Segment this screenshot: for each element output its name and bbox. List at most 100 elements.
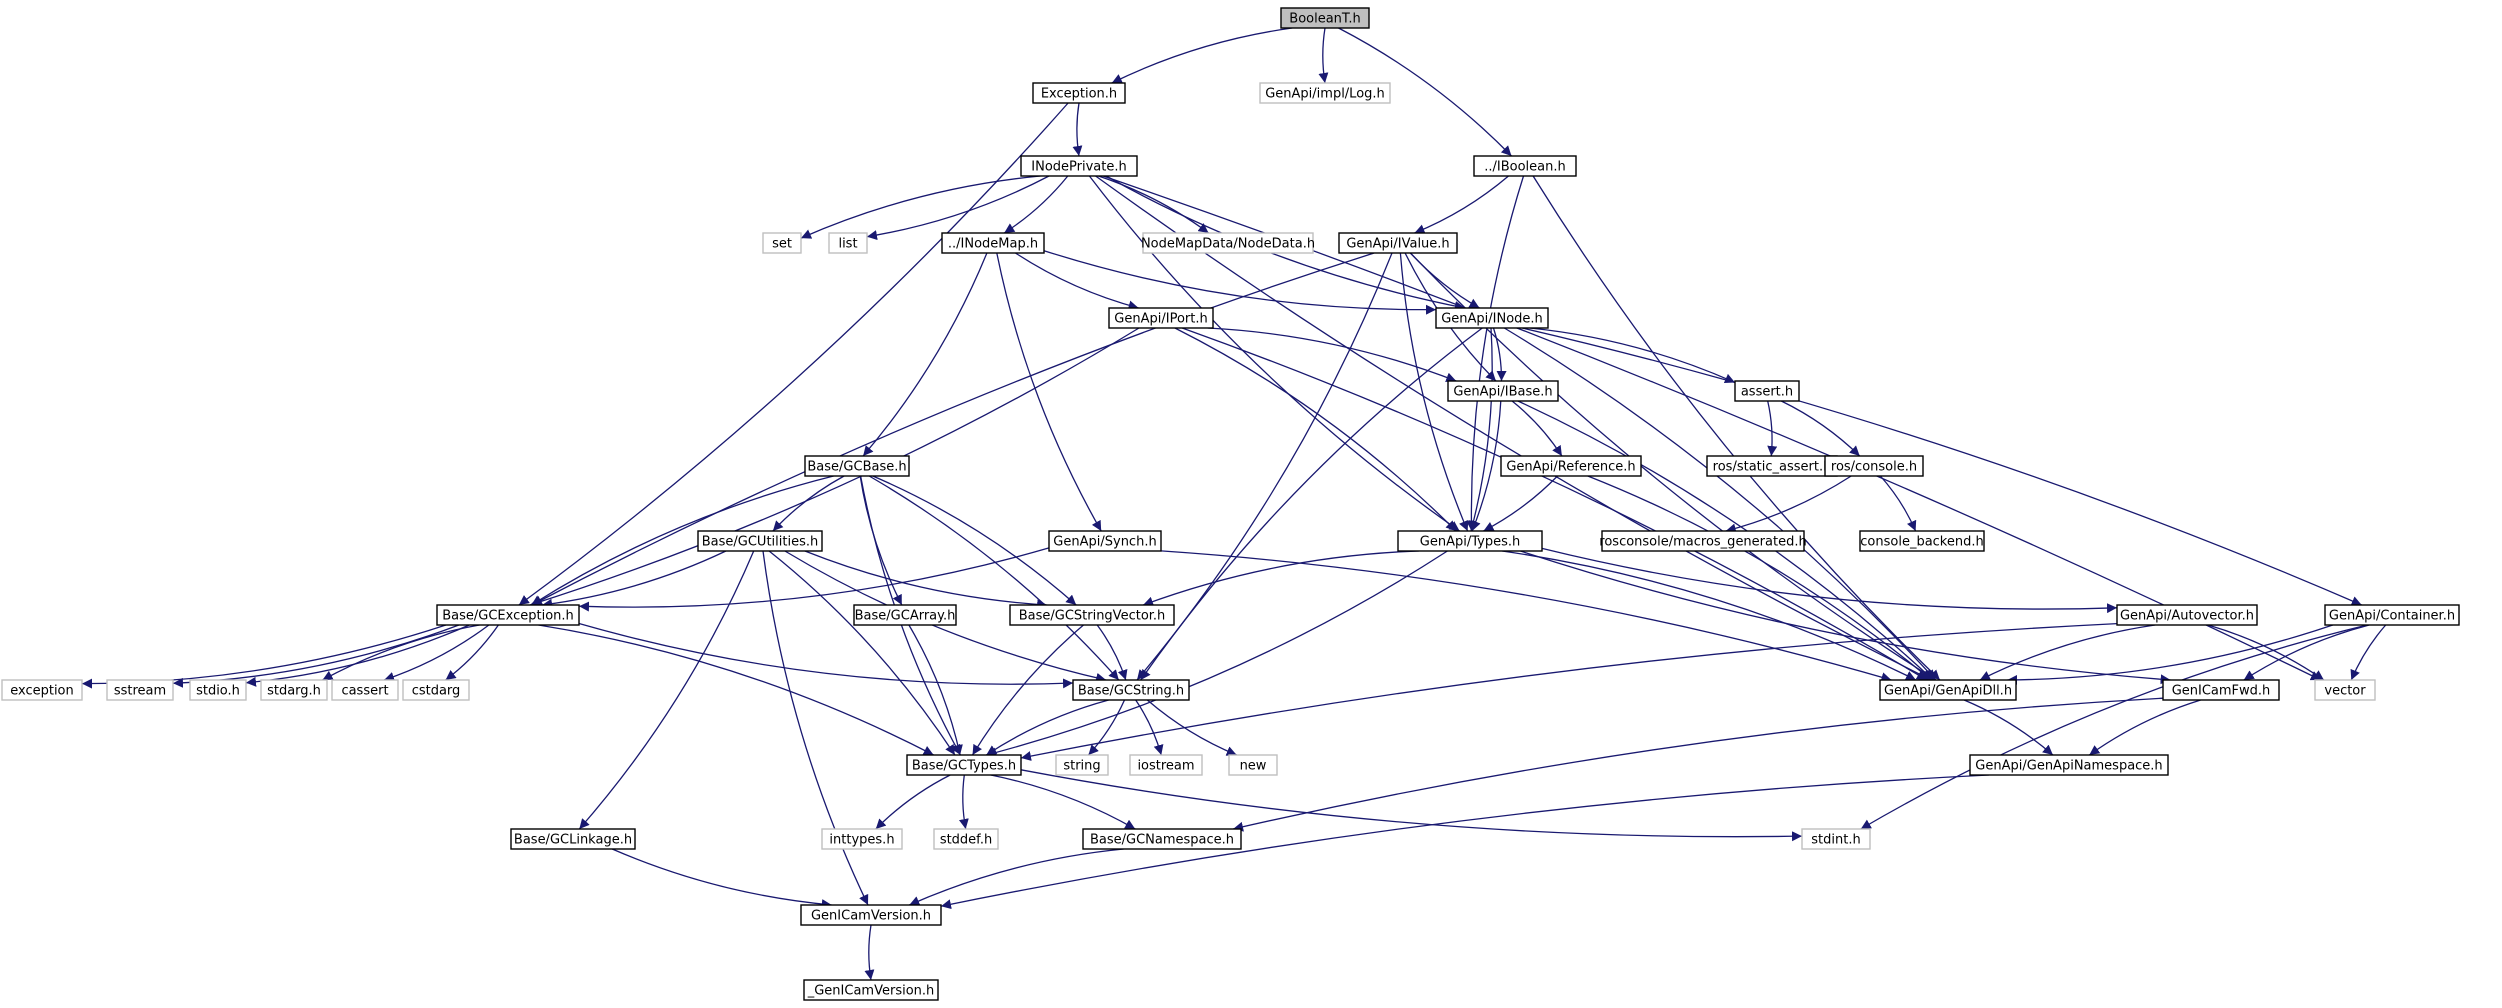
node-label: set	[772, 237, 792, 252]
node-nodemapdata-nodedata-h: NodeMapData/NodeData.h	[1141, 232, 1315, 254]
node-label: Base/GCArray.h	[855, 609, 956, 624]
node-box	[1129, 754, 1203, 776]
node-genapi-inode-h[interactable]: GenApi/INode.h	[1435, 307, 1549, 329]
edge-iboolean-to-genapidll	[1532, 175, 1941, 681]
node-exception: exception	[1, 679, 83, 701]
edge-autovector-to-genapidll	[1979, 624, 2156, 681]
edge-inode-to-ibase	[1492, 327, 1507, 382]
edge-inode-to-types	[1468, 327, 1493, 532]
edge-gcexception-to-cstdarg	[445, 624, 499, 681]
node-base-gcarray-h[interactable]: Base/GCArray.h	[853, 604, 957, 626]
edge-iport-to-genapidll	[1181, 327, 1928, 681]
edge-gcbase-to-gcexception	[531, 475, 834, 606]
edge-inodeprivate-to-list	[866, 175, 1050, 241]
node-label: Base/GCLinkage.h	[514, 833, 632, 848]
node-box	[1032, 82, 1126, 104]
node-box	[853, 604, 957, 626]
node-label: Base/GCException.h	[442, 609, 574, 624]
node-box	[906, 754, 1022, 776]
edge-gcexception-to-gcstring	[578, 622, 1074, 689]
node-iostream: iostream	[1129, 754, 1203, 776]
node-console-backend-h[interactable]: console_backend.h	[1859, 530, 1985, 552]
node-label: GenApi/Types.h	[1420, 535, 1520, 550]
node-inodemap-h[interactable]: ../INodeMap.h	[941, 232, 1045, 254]
node-box	[1280, 7, 1370, 29]
node-genapi-container-h[interactable]: GenApi/Container.h	[2324, 604, 2460, 626]
node-label: BooleanT.h	[1289, 12, 1360, 27]
node-base-gcnamespace-h[interactable]: Base/GCNamespace.h	[1082, 828, 1242, 850]
node-box	[189, 679, 247, 701]
node-box	[933, 828, 999, 850]
edge-gcstring-to-gctypes	[985, 699, 1109, 756]
edge-gclinkage-to-genicamversion	[611, 848, 832, 910]
node-box	[1048, 530, 1162, 552]
node-label: rosconsole/macros_generated.h	[1599, 535, 1806, 550]
edge-gcnamespace-to-genicamversion	[909, 848, 1124, 906]
node-box	[1142, 232, 1314, 254]
node-box	[1435, 307, 1549, 329]
node-inodeprivate-h[interactable]: INodePrivate.h	[1020, 155, 1138, 177]
node-base-gclinkage-h[interactable]: Base/GCLinkage.h	[510, 828, 636, 850]
edge-genicamfwd-to-gcnamespace	[1232, 697, 2164, 832]
node-label: vector	[2324, 684, 2366, 699]
node-assert-h[interactable]: assert.h	[1734, 380, 1800, 402]
node-vector: vector	[2314, 679, 2376, 701]
edge-iport-to-types	[1174, 327, 1457, 532]
edge-gcstring-to-iostream	[1135, 699, 1164, 756]
node-exception-h[interactable]: Exception.h	[1032, 82, 1126, 104]
node-genicamfwd-h[interactable]: GenICamFwd.h	[2162, 679, 2280, 701]
edge-iboolean-to-types	[1466, 175, 1525, 532]
node-base-gctypes-h[interactable]: Base/GCTypes.h	[906, 754, 1022, 776]
node-genapi-types-h[interactable]: GenApi/Types.h	[1397, 530, 1543, 552]
node-label: ros/static_assert.h	[1713, 460, 1832, 475]
node-genapi-ivalue-h[interactable]: GenApi/IValue.h	[1338, 232, 1458, 254]
node-base-gcutilities-h[interactable]: Base/GCUtilities.h	[697, 530, 823, 552]
edge-inodemap-to-gcbase	[862, 252, 988, 457]
edge-gcbase-to-gcutilities	[772, 475, 845, 532]
edge-inode-to-asserth	[1529, 327, 1736, 384]
edge-gctypes-to-inttypes	[875, 774, 951, 830]
node-genapi-iport-h[interactable]: GenApi/IPort.h	[1108, 307, 1214, 329]
node-genapi-genapinamespace-h[interactable]: GenApi/GenApiNamespace.h	[1969, 754, 2169, 776]
edge-genicamfwd-to-genapinamespace	[2088, 699, 2201, 756]
node-booleant-h[interactable]: BooleanT.h	[1280, 7, 1370, 29]
edge-gcstring-to-string	[1088, 699, 1126, 756]
node-box	[1859, 530, 1985, 552]
node-box	[1824, 455, 1924, 477]
edge-booleant-to-log	[1318, 27, 1329, 84]
node-genapi-impl-log-h: GenApi/impl/Log.h	[1259, 82, 1391, 104]
node-label: Base/GCUtilities.h	[702, 535, 819, 550]
edge-gcutilities-to-gcstring	[784, 550, 1107, 683]
node-label: INodePrivate.h	[1031, 160, 1126, 175]
node-iboolean-h[interactable]: ../IBoolean.h	[1473, 155, 1577, 177]
node-box	[804, 455, 910, 477]
node-genicamversion-h[interactable]: _GenICamVersion.h	[803, 979, 939, 1001]
node-genapi-ibase-h[interactable]: GenApi/IBase.h	[1447, 380, 1559, 402]
node-genapi-autovector-h[interactable]: GenApi/Autovector.h	[2116, 604, 2258, 626]
edge-container-to-vector	[2350, 624, 2387, 681]
node-label: GenApi/GenApiDll.h	[1884, 684, 2012, 699]
edge-booleant-to-iboolean	[1338, 27, 1512, 157]
node-box	[1338, 232, 1458, 254]
node-label: Exception.h	[1041, 87, 1117, 102]
node-base-gcbase-h[interactable]: Base/GCBase.h	[804, 455, 910, 477]
edge-inode-to-container	[1522, 327, 2362, 606]
node-ros-static-assert-h[interactable]: ros/static_assert.h	[1706, 455, 1838, 477]
node-box	[1969, 754, 2169, 776]
node-genicamversion-h[interactable]: GenICamVersion.h	[800, 904, 942, 926]
node-label: GenICamVersion.h	[811, 909, 931, 924]
node-label: ../IBoolean.h	[1484, 160, 1566, 175]
node-base-gcstringvector-h[interactable]: Base/GCStringVector.h	[1009, 604, 1175, 626]
edge-gcarray-to-gctypes	[908, 624, 963, 756]
node-ros-console-h[interactable]: ros/console.h	[1824, 455, 1924, 477]
node-rosconsole-macros-generated-h[interactable]: rosconsole/macros_generated.h	[1599, 530, 1807, 552]
node-genapi-synch-h[interactable]: GenApi/Synch.h	[1048, 530, 1162, 552]
node-genapi-reference-h[interactable]: GenApi/Reference.h	[1500, 455, 1642, 477]
node-genapi-genapidll-h[interactable]: GenApi/GenApiDll.h	[1879, 679, 2017, 701]
node-base-gcstring-h[interactable]: Base/GCString.h	[1072, 679, 1190, 701]
node-base-gcexception-h[interactable]: Base/GCException.h	[436, 604, 580, 626]
edge-container-to-genicamfwd	[2243, 624, 2370, 681]
node-box	[106, 679, 174, 701]
